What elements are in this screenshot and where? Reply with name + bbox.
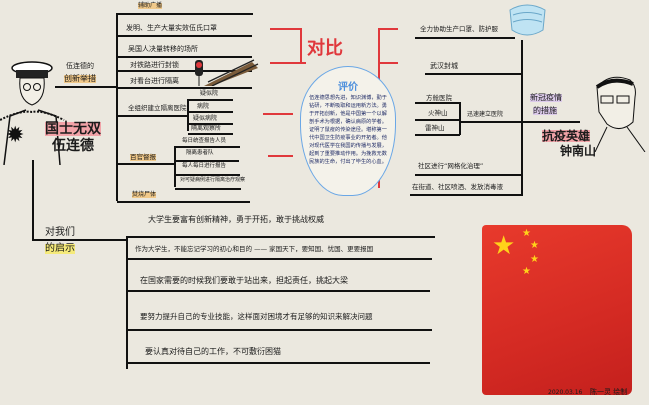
inspiration-item-4: 要认真对待自己的工作，不可敷衍困猫: [145, 347, 281, 356]
left-sub-5-1: 病院: [197, 103, 210, 110]
left-sub-5-2: 疑似病院: [193, 115, 218, 122]
left-branch-label-1: 伍连德的: [66, 62, 94, 70]
left-sub-6-2: 每人每日进行报告: [182, 163, 227, 169]
left-item-2: 吴国人决量转移的场所: [128, 45, 198, 53]
review-text: 伍连德思想先进，知识渊博，勤于钻研，不断吸取和运用新方法。勇于开拓创新，他是中国…: [309, 95, 387, 165]
right-item-3: 社区进行“网格化治理”: [418, 162, 484, 170]
right-branch-label-1: 新冠疫情: [530, 93, 562, 102]
right-branch-label-2: 的措施: [533, 106, 557, 115]
left-item-1: 发明、生产大量实效伍氏口罩: [126, 24, 217, 32]
right-sub-2-1: 火神山: [428, 109, 448, 117]
right-item-0: 全力协助生产口罩、防护服: [420, 25, 498, 33]
left-item-7: 焚烧尸体: [132, 191, 157, 198]
inspiration-item-0: 大学生要富有创新精神，勇于开拓，敢于挑战权威: [148, 215, 324, 224]
left-item-0: 辅助广播: [138, 2, 163, 9]
inspiration-item-2: 在国家需要的时候我们要敢于站出来，担起责任，挑起大梁: [140, 276, 348, 285]
right-item-1: 武汉封城: [430, 62, 458, 70]
zhong-nanshan-portrait-icon: [594, 76, 646, 152]
left-sub-6-0: 每日统查报告人员: [182, 138, 227, 144]
right-sub-2-0: 方舱医院: [426, 94, 452, 102]
china-flag-icon: ★ ★ ★ ★ ★: [482, 225, 632, 395]
left-branch-label-2: 创新举措: [64, 74, 96, 83]
railway-signal-icon: [195, 59, 259, 86]
left-item-5: 全组织建立隔离医院: [128, 104, 187, 112]
left-title-line1: 国士无双: [45, 121, 101, 137]
inspiration-label-1: 对我们: [45, 227, 75, 238]
wu-liande-portrait-icon: ✹: [0, 61, 65, 165]
left-sub-6-1: 隔离患者队: [186, 150, 214, 156]
left-title-line2: 伍连德: [52, 138, 94, 154]
left-sub-5-3: 隔离观察所: [191, 125, 222, 132]
inspiration-item-3: 要努力提升自己的专业技能，这样面对困境才有足够的知识来解决问题: [140, 312, 373, 321]
signature-date: 2020.03.16: [548, 389, 583, 396]
right-title-line1: 抗疫英雄: [542, 129, 591, 143]
compare-title: 对比: [307, 38, 343, 59]
inspiration-label-2: 的启示: [45, 243, 75, 254]
svg-text:✹: ✹: [6, 123, 24, 148]
left-item-6: 百官督报: [130, 153, 156, 161]
review-bubble: 评价 伍连德思想先进，知识渊博，勤于钻研，不断吸取和运用新方法。勇于开拓创新，他…: [300, 66, 396, 196]
right-sub-2-2: 雷神山: [425, 124, 445, 132]
left-item-3: 对铁路进行封锁: [130, 61, 179, 69]
right-item-4: 在街道、社区喷洒、发放消毒液: [412, 183, 503, 191]
right-title-line2: 钟南山: [560, 144, 597, 158]
left-sub-6-3: 对可疑病例进行隔离治疗观察: [180, 177, 246, 183]
left-sub-5-0: 疑似院: [200, 90, 219, 97]
face-mask-icon: [509, 4, 546, 36]
left-item-4: 对看台进行隔离: [130, 77, 179, 85]
signature-author: 陈一灵 绘制: [590, 388, 628, 396]
inspiration-item-1: 作为大学生，不能忘记学习的初心和目的 —— 家国天下，要知国、忧国、更要报国: [135, 245, 374, 253]
review-title: 评价: [338, 82, 358, 93]
right-item-2: 迅速建立医院: [467, 111, 504, 118]
